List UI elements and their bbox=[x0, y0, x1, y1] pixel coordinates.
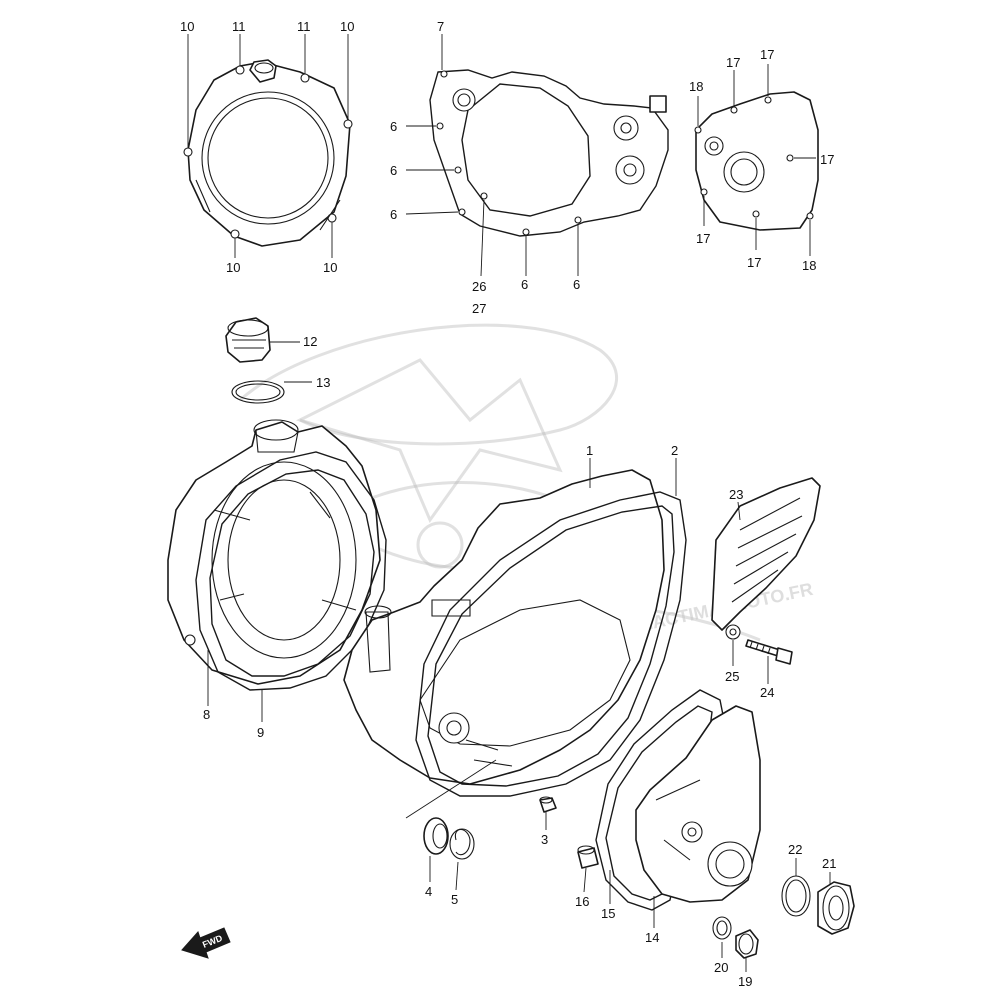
reed-screen-23 bbox=[711, 477, 821, 631]
callout-10: 10 bbox=[323, 260, 337, 275]
callout-6: 6 bbox=[390, 207, 397, 222]
drain-bolt-19 bbox=[735, 929, 759, 959]
callout-10: 10 bbox=[180, 19, 194, 34]
callout-18: 18 bbox=[689, 79, 703, 94]
magneto-cover-14 bbox=[635, 705, 761, 903]
washer-25 bbox=[725, 624, 741, 640]
callout-12: 12 bbox=[303, 334, 317, 349]
circlip-5 bbox=[449, 828, 475, 860]
callout-4: 4 bbox=[425, 884, 432, 899]
callout-7: 7 bbox=[437, 19, 444, 34]
clutch-cover-8 bbox=[167, 419, 381, 685]
fwd-arrow: FWD bbox=[181, 927, 231, 959]
callout-3: 3 bbox=[541, 832, 548, 847]
callout-20: 20 bbox=[714, 960, 728, 975]
washer-20 bbox=[712, 916, 732, 940]
callout-26: 26 bbox=[472, 279, 486, 294]
callout-6: 6 bbox=[573, 277, 580, 292]
leader-lines bbox=[187, 34, 831, 972]
callout-6: 6 bbox=[390, 163, 397, 178]
bolt-24 bbox=[745, 639, 793, 665]
callout-21: 21 bbox=[822, 856, 836, 871]
oil-filler-cap-12 bbox=[225, 317, 271, 363]
callout-13: 13 bbox=[316, 375, 330, 390]
callout-6: 6 bbox=[521, 277, 528, 292]
dowel-pin-3 bbox=[539, 796, 557, 813]
callout-17: 17 bbox=[760, 47, 774, 62]
crankcase-gasket-2 bbox=[415, 491, 687, 797]
callout-19: 19 bbox=[738, 974, 752, 989]
callout-8: 8 bbox=[203, 707, 210, 722]
callout-24: 24 bbox=[760, 685, 774, 700]
callout-10: 10 bbox=[340, 19, 354, 34]
callout-5: 5 bbox=[451, 892, 458, 907]
clutch-cover-gasket-9 bbox=[195, 451, 387, 691]
crankcase-gasket-7 bbox=[429, 69, 669, 237]
callout-1: 1 bbox=[586, 443, 593, 458]
o-ring-13 bbox=[231, 380, 285, 404]
callout-17: 17 bbox=[696, 231, 710, 246]
callout-15: 15 bbox=[601, 906, 615, 921]
callout-23: 23 bbox=[729, 487, 743, 502]
callout-6: 6 bbox=[390, 119, 397, 134]
plug-21 bbox=[817, 881, 855, 935]
callout-25: 25 bbox=[725, 669, 739, 684]
callout-18: 18 bbox=[802, 258, 816, 273]
callout-11: 11 bbox=[232, 19, 246, 34]
o-ring-22 bbox=[781, 875, 811, 917]
magneto-gasket-cover bbox=[694, 91, 819, 231]
callout-9: 9 bbox=[257, 725, 264, 740]
dowel-pin-16 bbox=[577, 845, 599, 869]
callout-14: 14 bbox=[645, 930, 659, 945]
callout-numbers: 10 11 11 10 10 10 7 6 6 6 26 27 6 6 18 1… bbox=[180, 19, 836, 989]
callout-17: 17 bbox=[747, 255, 761, 270]
callout-22: 22 bbox=[788, 842, 802, 857]
callout-17: 17 bbox=[726, 55, 740, 70]
callout-27: 27 bbox=[472, 301, 486, 316]
oil-seal-4 bbox=[423, 817, 449, 855]
callout-11: 11 bbox=[297, 19, 311, 34]
callout-2: 2 bbox=[671, 443, 678, 458]
callout-10: 10 bbox=[226, 260, 240, 275]
clutch-outer-cover bbox=[183, 59, 353, 247]
callout-16: 16 bbox=[575, 894, 589, 909]
crankcase-1 bbox=[343, 469, 665, 785]
callout-17: 17 bbox=[820, 152, 834, 167]
